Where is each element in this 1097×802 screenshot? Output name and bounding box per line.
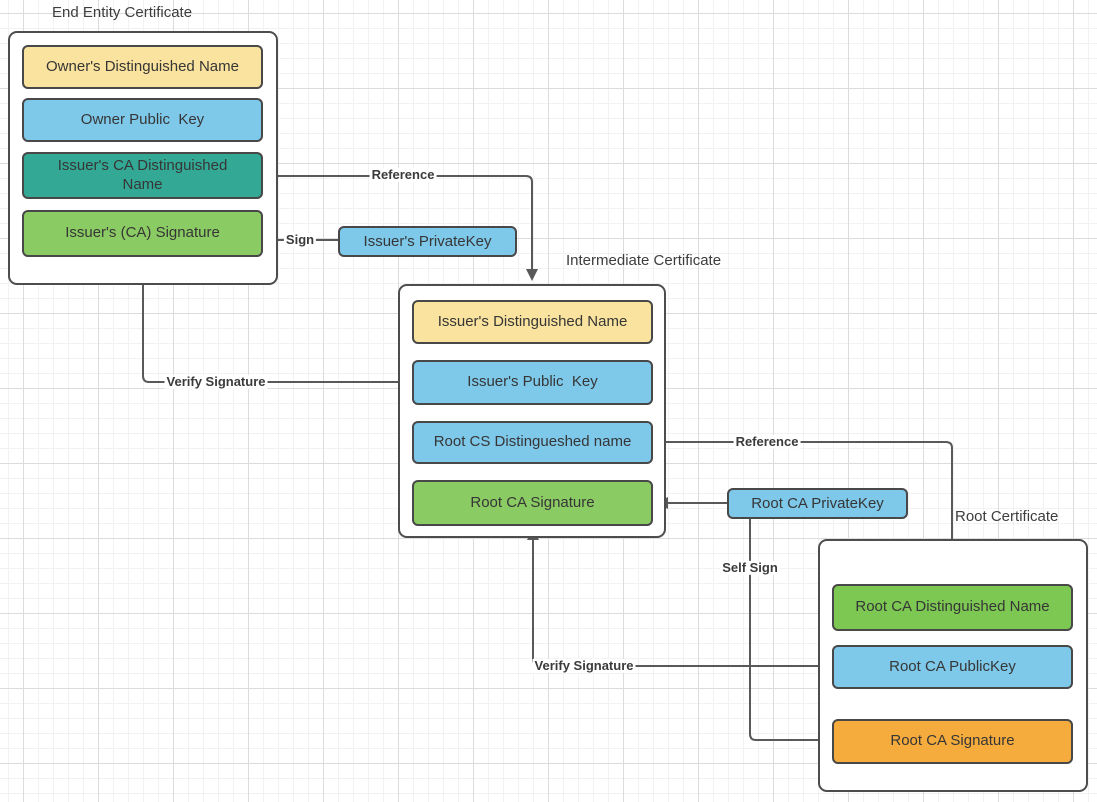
owner-public-key-label: Owner Public Key — [80, 110, 205, 128]
root-cs-distinguished-name-field: Root CS Distingueshed name — [412, 421, 653, 464]
issuer-public-key-label: Issuer's Public Key — [467, 373, 598, 391]
intermediate-certificate-title: Intermediate Certificate — [566, 252, 722, 269]
self-sign-label: Self Sign — [720, 559, 780, 576]
root-ca-public-key-field: Root CA PublicKey — [832, 645, 1073, 689]
issuer-private-key-label: Issuer's PrivateKey — [363, 233, 492, 250]
root-ca-private-key-box: Root CA PrivateKey — [727, 488, 908, 519]
root-ca-signature-root-field: Root CA Signature — [832, 719, 1073, 764]
reference-label-right: Reference — [733, 433, 801, 450]
root-ca-public-key-label: Root CA PublicKey — [889, 657, 1016, 675]
issuer-ca-distinguished-name-label: Issuer's CA Distinguished Name — [57, 156, 232, 193]
root-ca-signature-intermediate-field: Root CA Signature — [412, 480, 653, 526]
issuer-private-key-box: Issuer's PrivateKey — [338, 226, 517, 257]
owner-distinguished-name-field: Owner's Distinguished Name — [22, 45, 263, 89]
owner-distinguished-name-label: Owner's Distinguished Name — [46, 57, 239, 75]
root-key-sign-arrow — [656, 497, 727, 509]
root-ca-signature-root-label: Root CA Signature — [890, 732, 1015, 750]
verify-signature-label-left: Verify Signature — [164, 373, 268, 390]
issuer-ca-signature-field: Issuer's (CA) Signature — [22, 210, 263, 257]
root-ca-private-key-label: Root CA PrivateKey — [751, 495, 884, 512]
issuer-public-key-field: Issuer's Public Key — [412, 360, 653, 405]
verify-signature-label-bottom: Verify Signature — [532, 657, 636, 674]
issuer-distinguished-name-label: Issuer's Distinguished Name — [437, 312, 628, 330]
root-ca-distinguished-name-field: Root CA Distinguished Name — [832, 584, 1073, 631]
issuer-ca-distinguished-name-field: Issuer's CA Distinguished Name — [22, 152, 263, 199]
root-ca-distinguished-name-label: Root CA Distinguished Name — [855, 598, 1050, 616]
issuer-distinguished-name-field: Issuer's Distinguished Name — [412, 300, 653, 344]
issuer-ca-signature-label: Issuer's (CA) Signature — [65, 224, 220, 242]
root-certificate-title: Root Certificate — [955, 508, 1059, 525]
owner-public-key-field: Owner Public Key — [22, 98, 263, 142]
root-ca-signature-intermediate-label: Root CA Signature — [470, 493, 595, 511]
end-entity-certificate-title: End Entity Certificate — [52, 4, 193, 21]
sign-label: Sign — [283, 231, 317, 248]
root-cs-distinguished-name-label: Root CS Distingueshed name — [433, 433, 632, 451]
verify-signature-arrow-bottom — [527, 528, 832, 667]
reference-label-top: Reference — [369, 166, 437, 183]
